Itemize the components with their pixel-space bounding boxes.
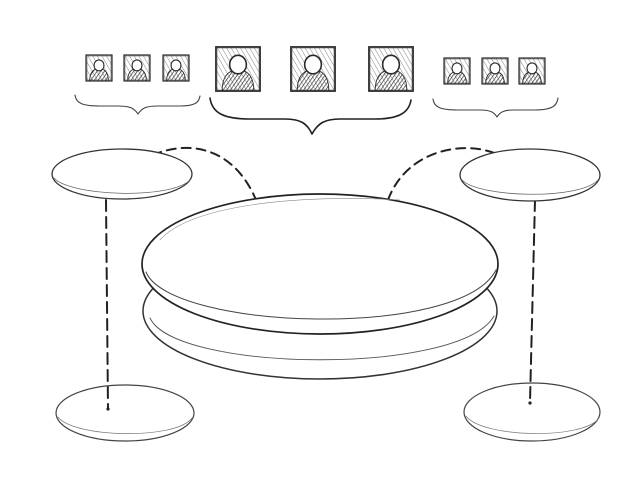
left-group-brace xyxy=(74,94,201,115)
center-group-brace xyxy=(209,97,412,135)
connector-left-vertical xyxy=(105,199,110,411)
right-group-brace xyxy=(432,97,559,118)
connector-right-vertical xyxy=(528,199,536,405)
right-group-avatar-1 xyxy=(443,57,471,85)
center-group-avatar-1 xyxy=(215,46,261,92)
left-group-avatar-2 xyxy=(123,54,151,82)
right-top-disc xyxy=(459,148,601,202)
left-group-avatar-1 xyxy=(85,54,113,82)
center-group-avatar-2 xyxy=(290,46,336,92)
right-bottom-disc xyxy=(463,382,601,442)
center-group-avatar-3 xyxy=(368,46,414,92)
left-group-avatar-3 xyxy=(162,54,190,82)
avatar-groups xyxy=(85,46,546,92)
right-group-avatar-2 xyxy=(481,57,509,85)
right-group-avatar-3 xyxy=(518,57,546,85)
left-bottom-disc xyxy=(55,384,195,442)
left-top-disc xyxy=(51,148,193,200)
central-stacked-disc xyxy=(141,193,499,380)
